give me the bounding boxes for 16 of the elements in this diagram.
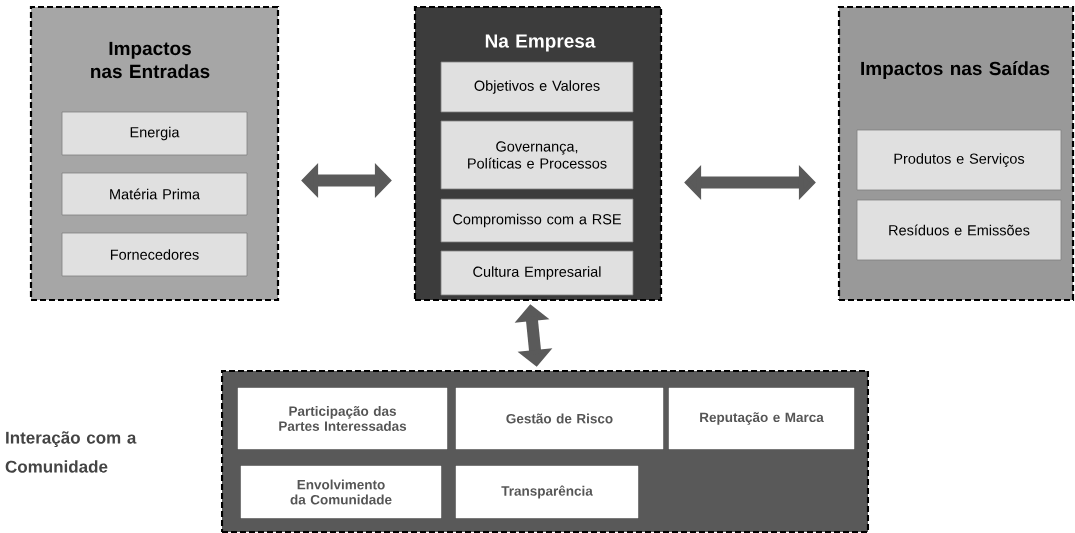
item-box: Resíduos e Emissões bbox=[856, 199, 1062, 261]
item-box: Energia bbox=[61, 111, 248, 156]
item-box: Objetivos e Valores bbox=[440, 61, 634, 113]
item-box: Matéria Prima bbox=[61, 172, 248, 216]
item-box: Cultura Empresarial bbox=[440, 250, 634, 296]
item-box: Envolvimento da Comunidade bbox=[240, 465, 442, 519]
block-arrow bbox=[514, 304, 553, 367]
item-box: Gestão de Risco bbox=[455, 387, 664, 450]
item-box: Produtos e Serviços bbox=[856, 129, 1062, 191]
item-box: Governança, Políticas e Processos bbox=[440, 120, 634, 190]
item-box: Transparência bbox=[455, 465, 639, 519]
item-box: Compromisso com a RSE bbox=[440, 198, 634, 243]
node-label: Interação com a Comunidade bbox=[5, 431, 137, 473]
item-box: Participação das Partes Interessadas bbox=[237, 387, 448, 450]
item-box: Reputação e Marca bbox=[668, 387, 855, 450]
item-box: Fornecedores bbox=[61, 232, 248, 277]
